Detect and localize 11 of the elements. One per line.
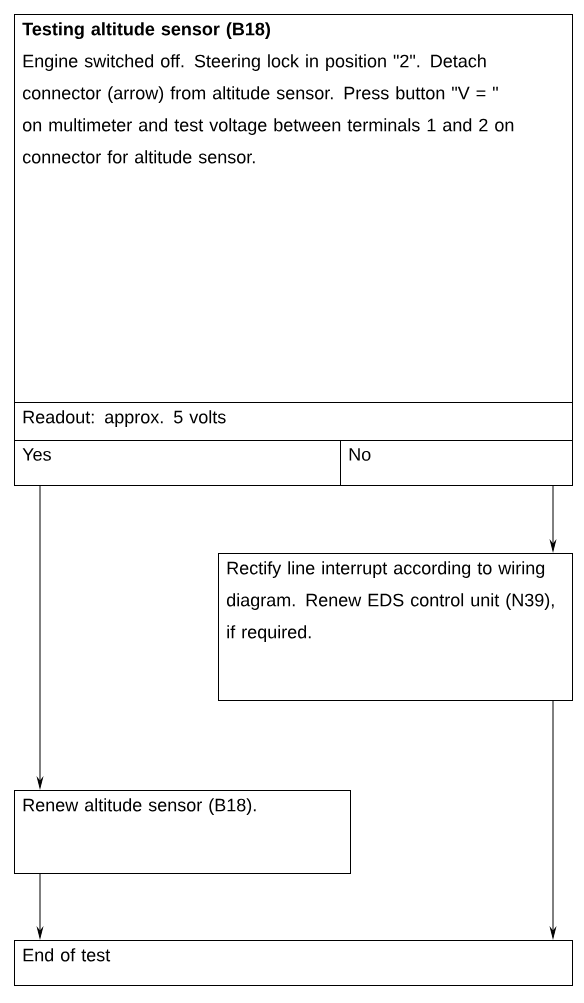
arrow <box>550 700 556 939</box>
process-box: Renew altitude sensor (B18). <box>14 790 351 874</box>
process-box: Yes <box>14 440 341 486</box>
process-box: End of test <box>14 940 573 986</box>
process-box: Readout: approx. 5 volts <box>14 402 573 441</box>
process-box: No <box>340 440 573 486</box>
arrow <box>37 873 43 939</box>
process-box: Rectify line interrupt according to wiring diagram. Renew EDS control unit (N39), if required. <box>218 553 573 701</box>
arrow <box>37 485 43 789</box>
process-box: Testing altitude sensor (B18) Engine switched off. Steering lock in position "2". Detach connector (arrow) from altitude sensor. Press button "V = " on multimeter and test voltage between terminals 1 and 2 on connector for altitude sensor. <box>14 14 573 403</box>
arrow <box>550 485 556 552</box>
